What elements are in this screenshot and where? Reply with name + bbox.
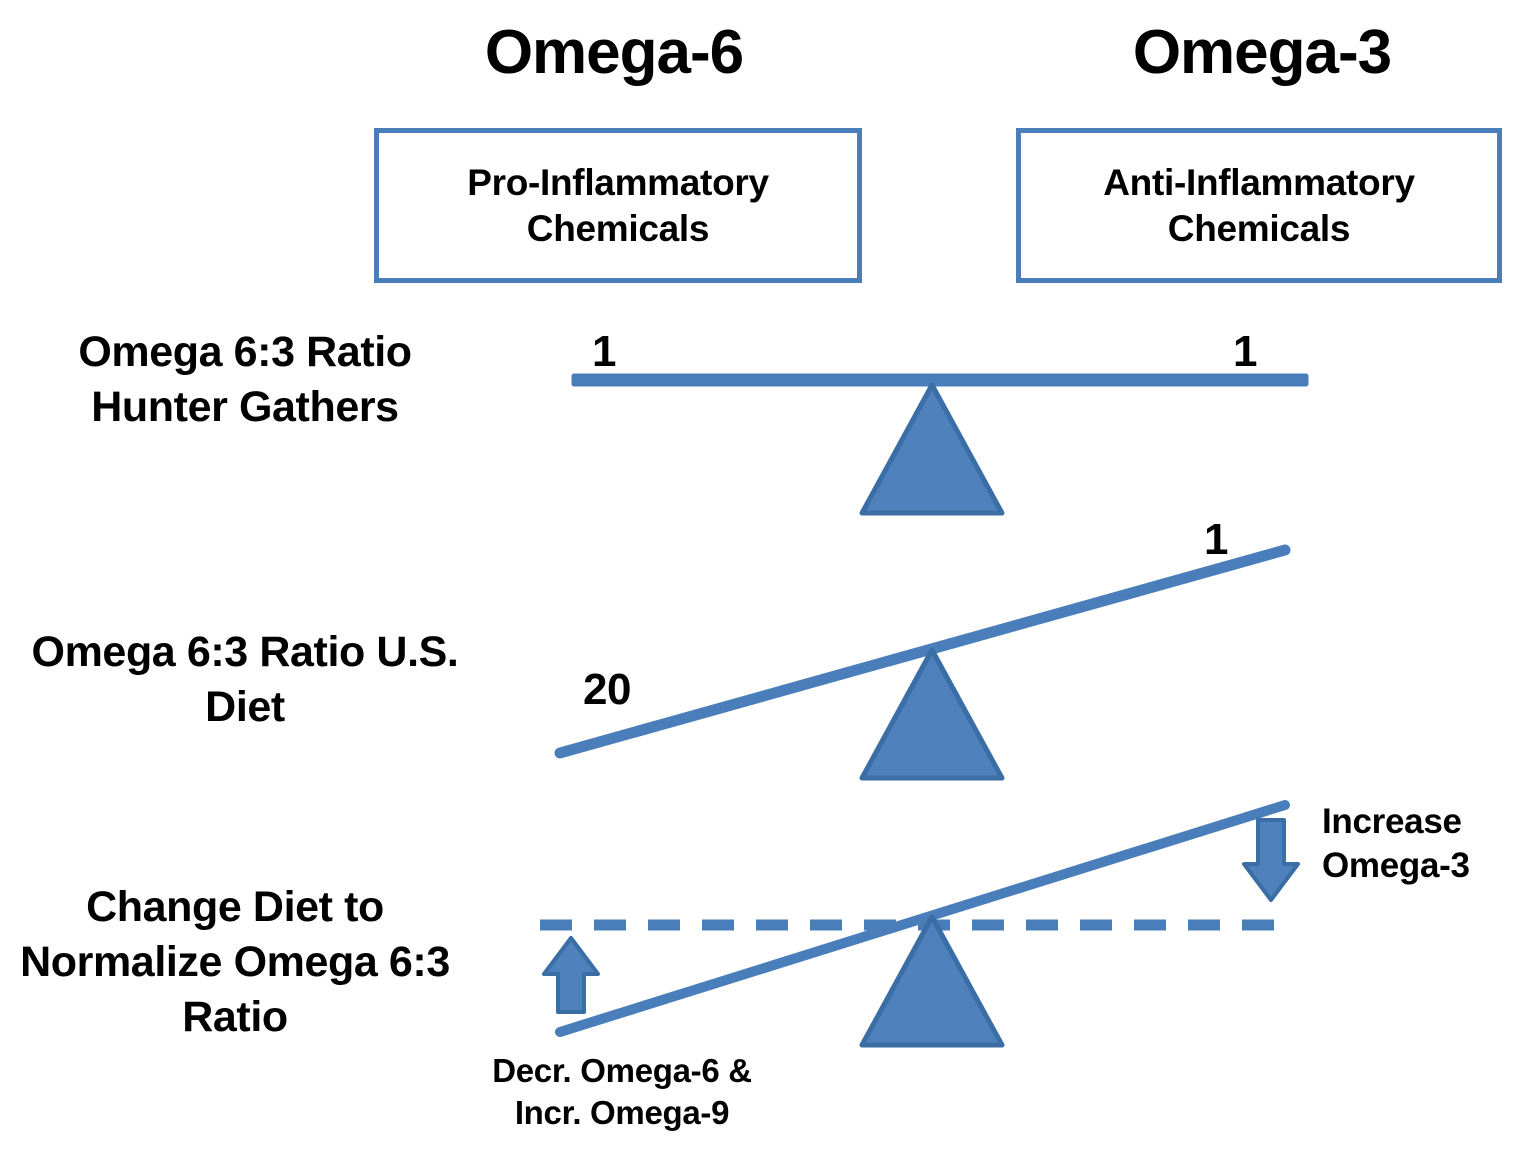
balance-row-us-diet — [554, 544, 1291, 781]
beam-us-diet — [554, 544, 1291, 759]
beam-hunter-gathers — [571, 373, 1309, 387]
ratio-value-usdiet-omega3: 1 — [1204, 515, 1228, 564]
pro-inflammatory-box: Pro-Inflammatory Chemicals — [374, 128, 862, 283]
beam-change-diet — [555, 800, 1290, 1037]
annotation-decrease-omega6: Decr. Omega-6 & Incr. Omega-9 — [492, 1052, 752, 1131]
row-label-us-diet: Omega 6:3 Ratio U.S. Diet — [31, 628, 459, 732]
ratio-value-hunter-omega6: 1 — [592, 327, 616, 376]
pro-inflammatory-label: Pro-Inflammatory Chemicals — [467, 162, 769, 249]
triangle-fulcrum-icon-hunter — [859, 382, 1005, 516]
balance-row-change-diet — [540, 800, 1300, 1048]
arrow-up-icon — [542, 936, 600, 1014]
anti-inflammatory-label: Anti-Inflammatory Chemicals — [1103, 162, 1415, 249]
annotation-increase-omega3: Increase Omega-3 — [1322, 802, 1470, 886]
arrow-down-icon — [1242, 818, 1300, 902]
row-label-change-diet: Change Diet to Normalize Omega 6:3 Ratio — [20, 883, 450, 1042]
ratio-value-hunter-omega3: 1 — [1233, 327, 1257, 376]
ratio-value-usdiet-omega6: 20 — [583, 665, 631, 714]
column-heading-omega3: Omega-3 — [1132, 18, 1392, 87]
column-heading-omega6: Omega-6 — [484, 18, 744, 87]
triangle-fulcrum-icon-us-diet — [859, 647, 1005, 781]
row-label-hunter-gathers: Omega 6:3 Ratio Hunter Gathers — [78, 328, 412, 432]
triangle-fulcrum-icon-change-diet — [859, 914, 1005, 1048]
anti-inflammatory-box: Anti-Inflammatory Chemicals — [1016, 128, 1502, 283]
balance-row-hunter-gathers — [571, 373, 1309, 516]
